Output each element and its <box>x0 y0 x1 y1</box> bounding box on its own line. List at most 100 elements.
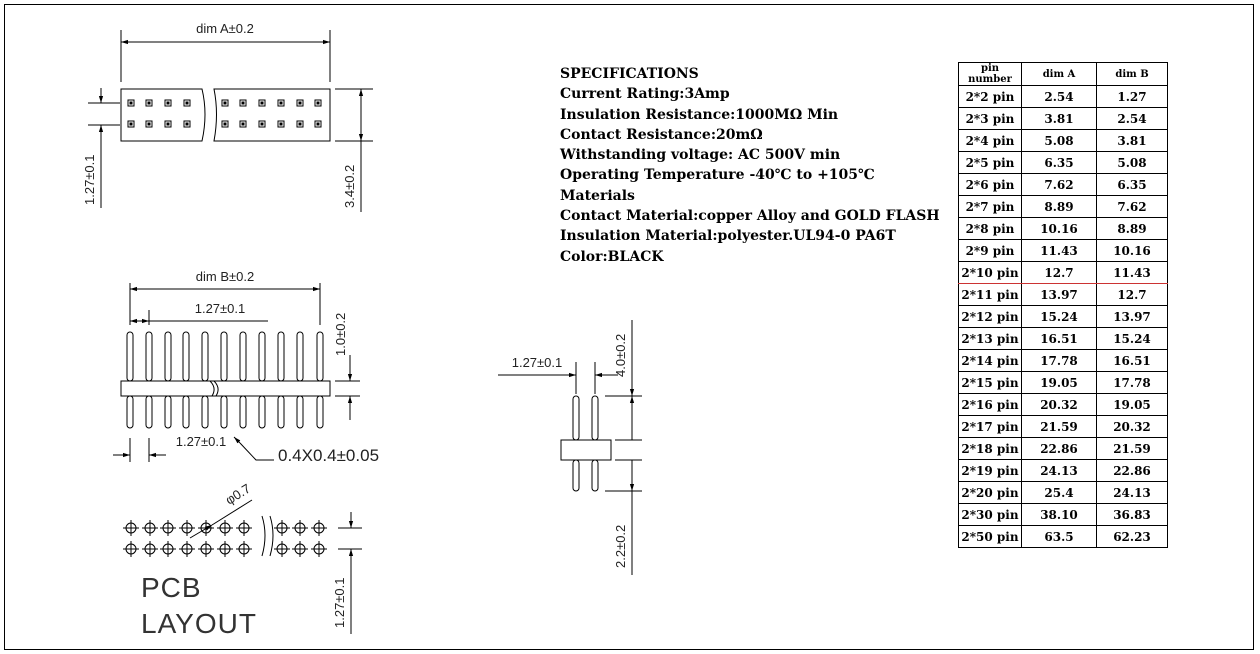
pin-square <box>127 120 135 128</box>
pin-square-center <box>279 101 283 105</box>
pin-square-center <box>260 101 264 105</box>
dim-a-label: dim A±0.2 <box>196 21 254 36</box>
dim-b-cell: 1.27 <box>1096 85 1168 108</box>
dim-b-label: dim B±0.2 <box>196 269 254 284</box>
pin-square-center <box>166 101 170 105</box>
dim-b-cell: 17.78 <box>1096 371 1168 394</box>
spec-color: Color:BLACK <box>560 248 664 265</box>
spec-heading: SPECIFICATIONS <box>560 66 699 82</box>
dim-a-cell: 38.10 <box>1021 503 1097 526</box>
drawing-frame <box>4 4 1254 650</box>
pin-count-cell: 2*10 pin <box>958 261 1022 284</box>
pin-square-center <box>279 122 283 126</box>
pin-square-center <box>147 122 151 126</box>
pin-count-cell: 2*15 pin <box>958 371 1022 394</box>
dim-a-cell: 7.62 <box>1021 173 1097 196</box>
header-pin-lower <box>258 395 266 429</box>
spec-current-rating: Current Rating:3Amp <box>560 86 730 103</box>
pcb-title-line1: PCB <box>141 572 202 603</box>
header-pin-upper <box>201 331 209 382</box>
side-pitch-label: 1.27±0.1 <box>195 301 246 316</box>
dim-a-cell: 22.86 <box>1021 437 1097 460</box>
pin-square <box>314 120 322 128</box>
end-bottom-label: 2.2±0.2 <box>613 525 628 568</box>
dim-a-cell: 21.59 <box>1021 415 1097 438</box>
dim-a-cell: 20.32 <box>1021 393 1097 416</box>
pin-square-center <box>241 101 245 105</box>
top-view-pin-grid <box>127 99 322 128</box>
pin-square <box>164 120 172 128</box>
dim-b-cell: 24.13 <box>1096 481 1168 504</box>
pin-count-cell: 2*9 pin <box>958 239 1022 262</box>
pin-square <box>221 99 229 107</box>
pin-square <box>314 99 322 107</box>
pin-count-cell: 2*30 pin <box>958 503 1022 526</box>
dim-b-cell: 12.7 <box>1096 283 1168 306</box>
hole-diameter-label: φ0.7 <box>223 481 253 508</box>
header-pin-lower <box>201 395 209 429</box>
dim-a-cell: 10.16 <box>1021 217 1097 240</box>
pin-count-cell: 2*6 pin <box>958 173 1022 196</box>
pin-square <box>258 120 266 128</box>
dim-a-cell: 63.5 <box>1021 525 1097 548</box>
pin-square-center <box>316 122 320 126</box>
dim-b-cell: 10.16 <box>1096 239 1168 262</box>
pcb-title-line2: LAYOUT <box>141 608 257 639</box>
pin-count-cell: 2*13 pin <box>958 327 1022 350</box>
dim-b-cell: 8.89 <box>1096 217 1168 240</box>
top-view <box>88 30 373 212</box>
pin-square-center <box>185 101 189 105</box>
pin-square <box>221 120 229 128</box>
pin-square-center <box>260 122 264 126</box>
spec-insulation-material: Insulation Material:polyester.UL94-0 PA6… <box>560 228 896 245</box>
dim-a-cell: 17.78 <box>1021 349 1097 372</box>
pin-square-center <box>166 122 170 126</box>
header-pin-upper <box>220 331 228 382</box>
pin-count-cell: 2*19 pin <box>958 459 1022 482</box>
pin-count-cell: 2*5 pin <box>958 151 1022 174</box>
dim-b-cell: 19.05 <box>1096 393 1168 416</box>
header-pin-upper <box>296 331 304 382</box>
pin-count-cell: 2*2 pin <box>958 85 1022 108</box>
top-height-label: 3.4±0.2 <box>342 165 357 208</box>
header-pin-number: pin number <box>958 62 1022 86</box>
pin-count-cell: 2*16 pin <box>958 393 1022 416</box>
dim-b-cell: 36.83 <box>1096 503 1168 526</box>
pin-square <box>183 99 191 107</box>
header-pin-upper <box>316 331 324 382</box>
pin-square <box>258 99 266 107</box>
pin-square-center <box>223 122 227 126</box>
header-pin-lower <box>277 395 285 429</box>
pcb-layout <box>123 499 362 634</box>
dim-a-cell: 5.08 <box>1021 129 1097 152</box>
header-pin-upper <box>239 331 247 382</box>
dim-b-cell: 5.08 <box>1096 151 1168 174</box>
pin-square-center <box>129 101 133 105</box>
pcb-hole-grid <box>123 520 327 557</box>
pin-square-center <box>223 101 227 105</box>
pin-square <box>183 120 191 128</box>
header-pin-lower <box>182 395 190 429</box>
header-pin-lower <box>164 395 172 429</box>
pin-count-cell: 2*50 pin <box>958 525 1022 548</box>
dim-b-cell: 16.51 <box>1096 349 1168 372</box>
pin-count-cell: 2*8 pin <box>958 217 1022 240</box>
